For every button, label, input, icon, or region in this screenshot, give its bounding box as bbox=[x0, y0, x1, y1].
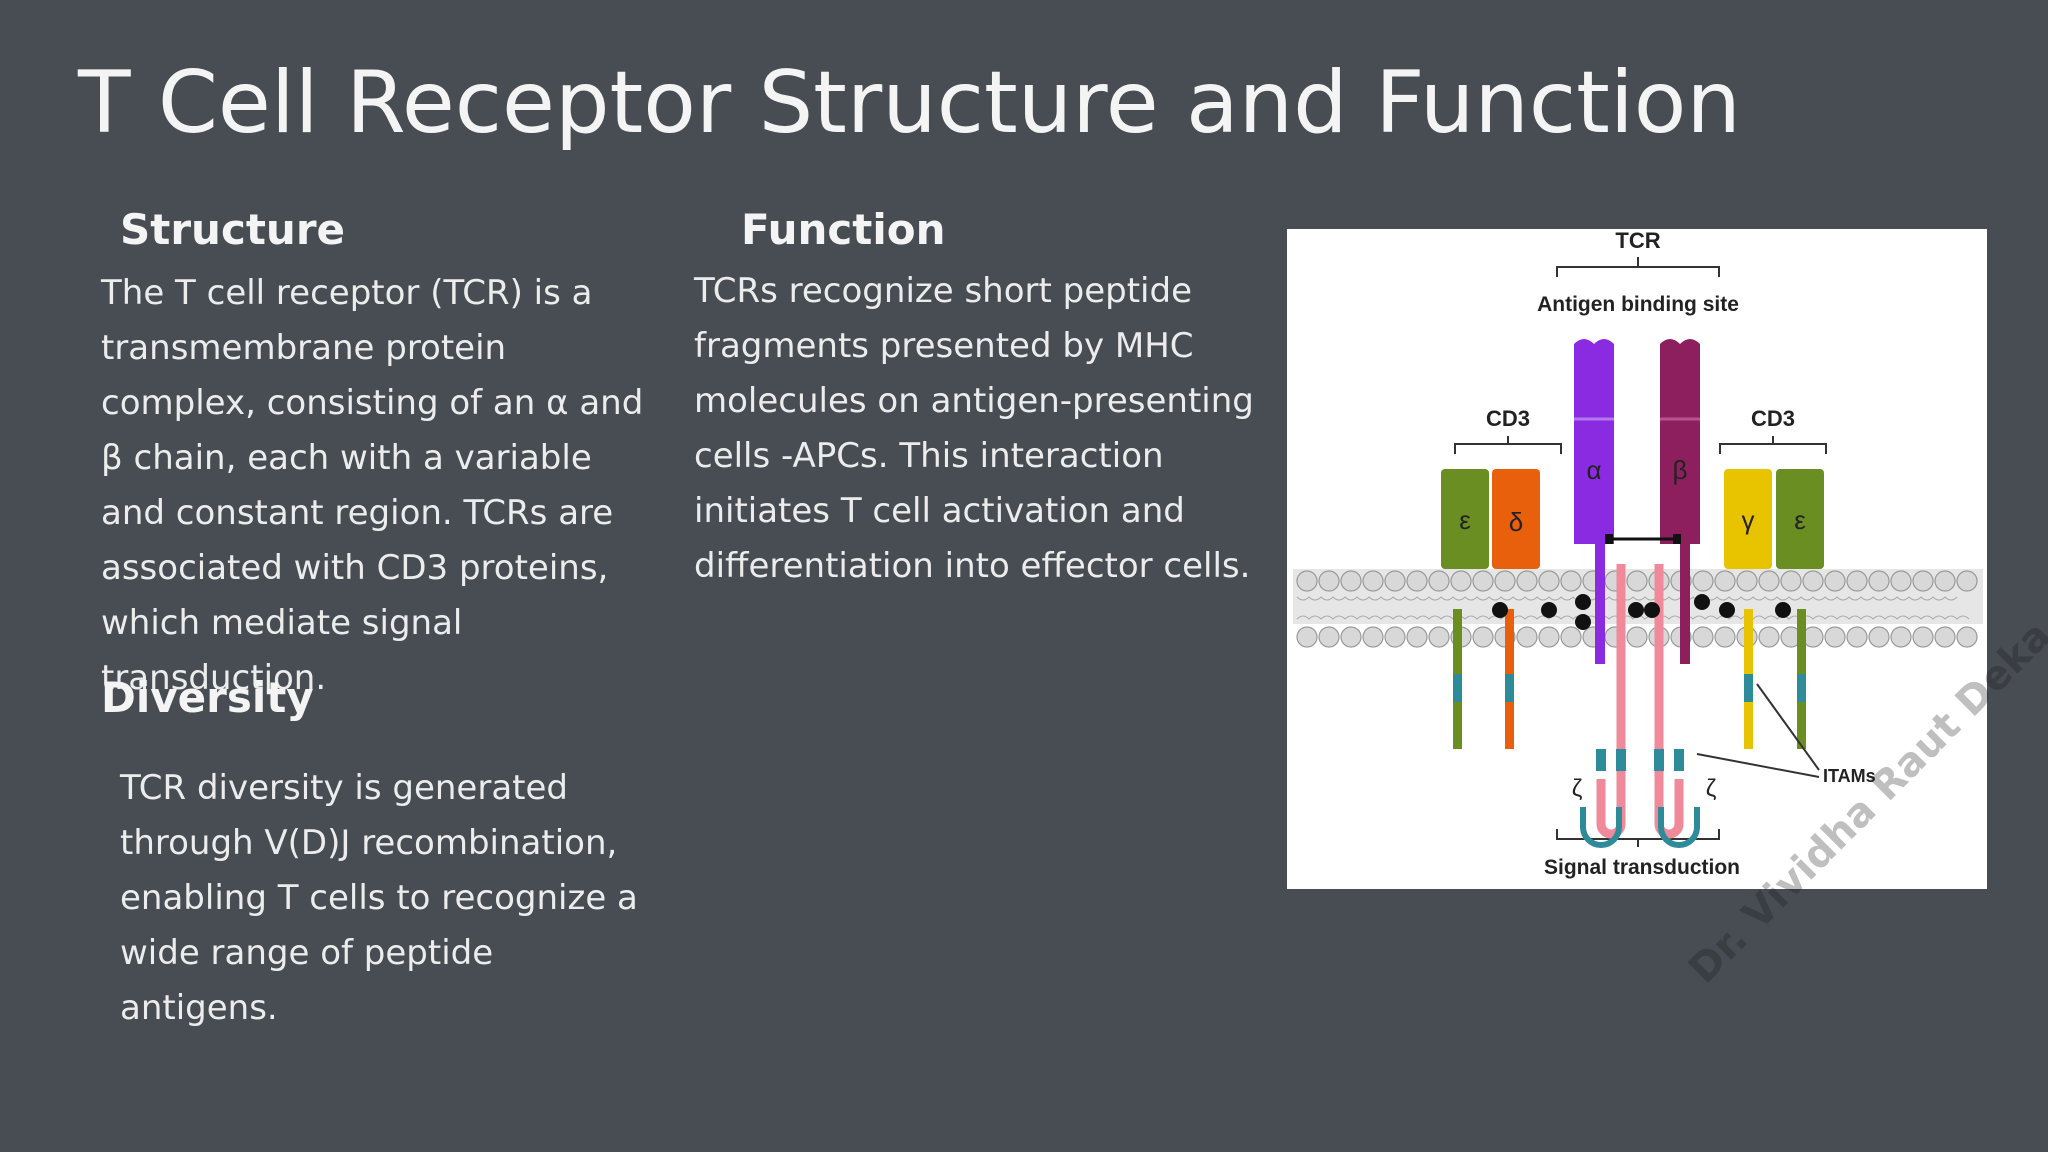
cd3-epsilon-right: ε bbox=[1776, 469, 1824, 749]
signal-transduction-label: Signal transduction bbox=[1544, 856, 1740, 879]
cd3-epsilon-left: ε bbox=[1441, 469, 1489, 749]
tcr-label: TCR bbox=[1615, 229, 1660, 253]
slide-title: T Cell Receptor Structure and Function bbox=[78, 53, 1741, 153]
gamma-symbol: γ bbox=[1742, 505, 1755, 535]
structure-heading: Structure bbox=[120, 205, 346, 254]
brackets bbox=[1454, 257, 1827, 847]
zeta-right-symbol: ζ bbox=[1706, 775, 1717, 802]
function-heading: Function bbox=[741, 205, 946, 254]
diversity-heading: Diversity bbox=[101, 673, 314, 722]
epsilon-left-symbol: ε bbox=[1459, 505, 1471, 535]
diversity-text: TCR diversity is generated through V(D)J… bbox=[120, 768, 638, 1028]
zeta-chains: ζ ζ bbox=[1572, 564, 1717, 848]
cd3-left-label: CD3 bbox=[1486, 406, 1530, 431]
structure-text: The T cell receptor (TCR) is a transmemb… bbox=[101, 273, 644, 698]
cd3-right-label: CD3 bbox=[1751, 406, 1795, 431]
epsilon-right-symbol: ε bbox=[1794, 505, 1806, 535]
tcr-alpha-chain: α bbox=[1574, 339, 1614, 664]
tcr-beta-chain: β bbox=[1660, 339, 1700, 664]
beta-symbol: β bbox=[1673, 455, 1688, 485]
delta-symbol: δ bbox=[1509, 507, 1523, 537]
cell-membrane bbox=[1293, 569, 1983, 648]
zeta-left-symbol: ζ bbox=[1572, 775, 1583, 802]
alpha-symbol: α bbox=[1586, 455, 1601, 485]
tcr-diagram: TCR Antigen binding site CD3 CD3 ε δ γ bbox=[1287, 229, 1987, 889]
antigen-binding-site-label: Antigen binding site bbox=[1537, 293, 1739, 316]
itams-label: ITAMs bbox=[1823, 766, 1876, 786]
itams-pointer: ITAMs bbox=[1696, 683, 1876, 786]
disulfide-bond bbox=[1605, 534, 1681, 544]
function-text: TCRs recognize short peptide fragments p… bbox=[694, 271, 1254, 586]
cd3-gamma: γ bbox=[1724, 469, 1772, 749]
membrane-charges bbox=[1492, 594, 1791, 630]
cd3-delta: δ bbox=[1492, 469, 1540, 749]
